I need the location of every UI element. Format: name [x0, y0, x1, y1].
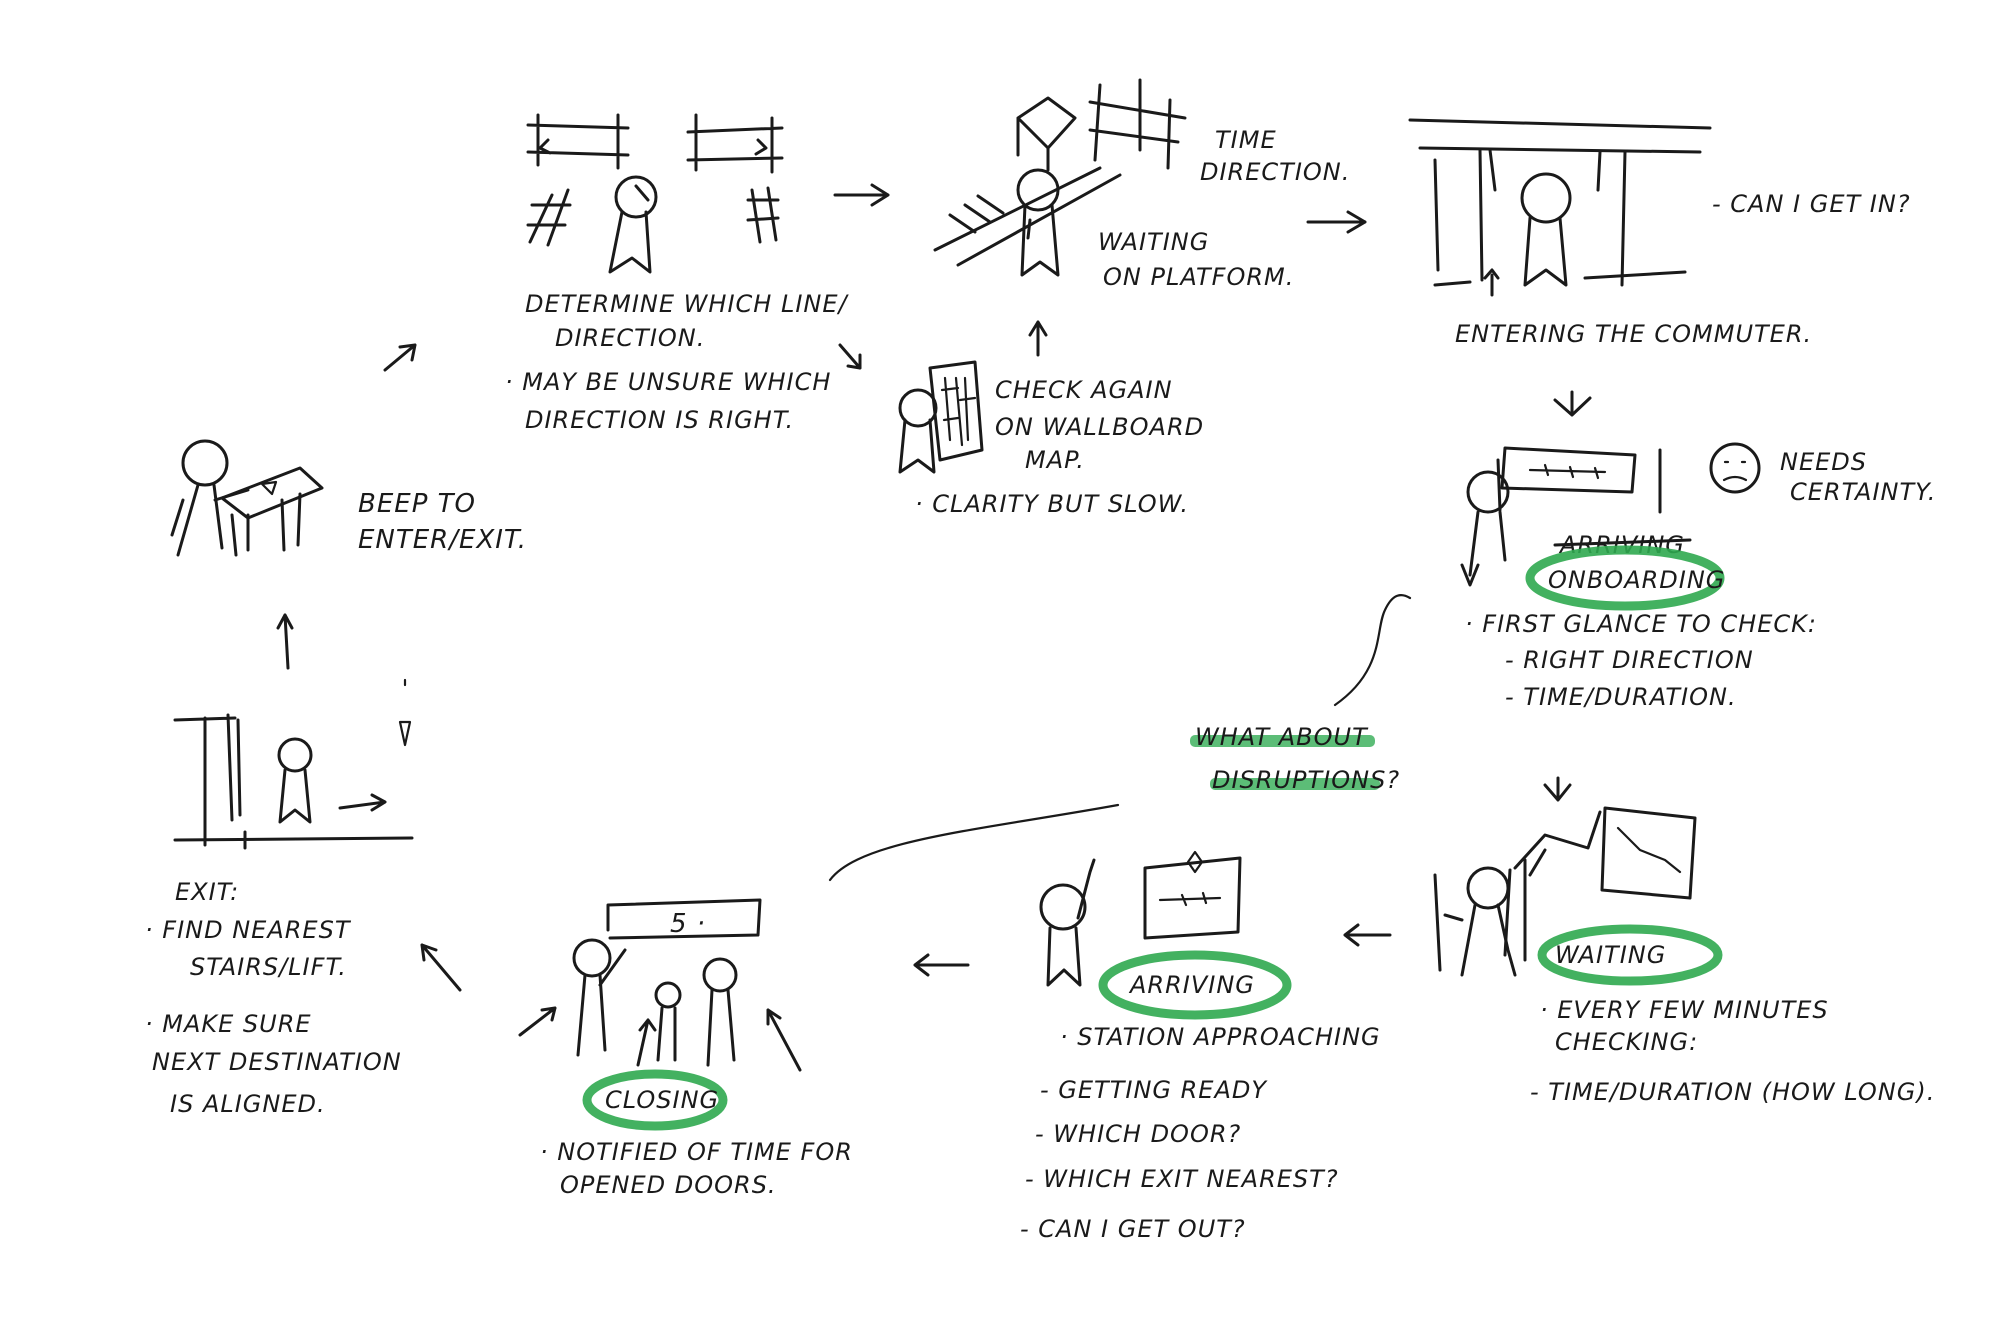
arriving-highlight	[1098, 950, 1292, 1020]
note-connector	[1333, 594, 1412, 707]
closing-highlight	[582, 1069, 728, 1131]
line-direction-caption: DETERMINE WHICH LINE/ DIRECTION. · MAY B…	[505, 290, 856, 434]
waiting-highlight	[1537, 924, 1723, 986]
arrow-map-to-platform	[1028, 320, 1048, 357]
closing-badge: CLOSING	[605, 1086, 719, 1114]
arrow-to-closing	[913, 953, 970, 977]
arrow-to-entering	[1306, 210, 1367, 234]
onboarding-sketch	[1460, 446, 1662, 587]
arrow-to-arriving	[1343, 923, 1392, 947]
closing-caption: · NOTIFIED OF TIME FOR OPENED DOORS.	[540, 1138, 862, 1199]
entering-sketch	[1408, 118, 1712, 297]
arrow-to-wall-map	[838, 343, 862, 370]
arrow-to-platform	[833, 183, 890, 207]
gate-sketch	[170, 439, 324, 557]
arrow-to-onboarding	[1553, 390, 1592, 417]
wall-map-sketch	[898, 360, 984, 474]
gate-caption: BEEP TO ENTER/EXIT.	[358, 489, 527, 555]
wall-map-caption: CHECK AGAIN ON WALLBOARD MAP. · CLARITY …	[915, 376, 1213, 518]
closing-sketch	[518, 898, 802, 1072]
closing-countdown: 5 ·	[670, 909, 706, 939]
note-highlight-2	[1210, 778, 1380, 790]
onboarding-highlight	[1525, 545, 1725, 611]
line-direction-sketch	[526, 113, 784, 274]
arriving-badge: ARRIVING	[1128, 971, 1255, 999]
arrow-to-gate	[276, 613, 294, 670]
arriving-caption: · STATION APPROACHING - GETTING READY - …	[1020, 1023, 1389, 1243]
onboarding-note: NEEDS CERTAINTY.	[1780, 448, 1936, 506]
entering-caption: - CAN I GET IN? ENTERING THE COMMUTER.	[1455, 190, 1919, 348]
arc-divider	[828, 803, 1120, 882]
waiting-caption: · EVERY FEW MINUTES CHECKING: - TIME/DUR…	[1530, 996, 1935, 1106]
worried-face-icon	[1709, 442, 1761, 494]
platform-sketch	[933, 78, 1187, 277]
exit-sketch	[173, 678, 414, 850]
arrow-to-exit	[420, 943, 462, 992]
platform-caption: TIME DIRECTION. WAITING ON PLATFORM.	[1098, 126, 1359, 291]
exit-caption: EXIT: · FIND NEAREST STAIRS/LIFT. · MAKE…	[145, 878, 410, 1118]
onboarding-badge: ONBOARDING	[1548, 566, 1725, 594]
note-highlight-1	[1190, 735, 1375, 747]
arriving-sketch	[1039, 850, 1242, 987]
onboarding-caption: · FIRST GLANCE TO CHECK: - RIGHT DIRECTI…	[1465, 610, 1826, 711]
waiting-sketch	[1433, 806, 1697, 977]
disruptions-note: WHAT ABOUT DISRUPTIONS?	[1195, 723, 1400, 794]
strike-line	[1553, 538, 1692, 547]
waiting-badge: WAITING	[1555, 941, 1666, 969]
arrow-to-waiting	[1543, 776, 1572, 802]
arrow-to-line-direction	[383, 343, 417, 372]
flow-arrows	[276, 183, 1592, 992]
